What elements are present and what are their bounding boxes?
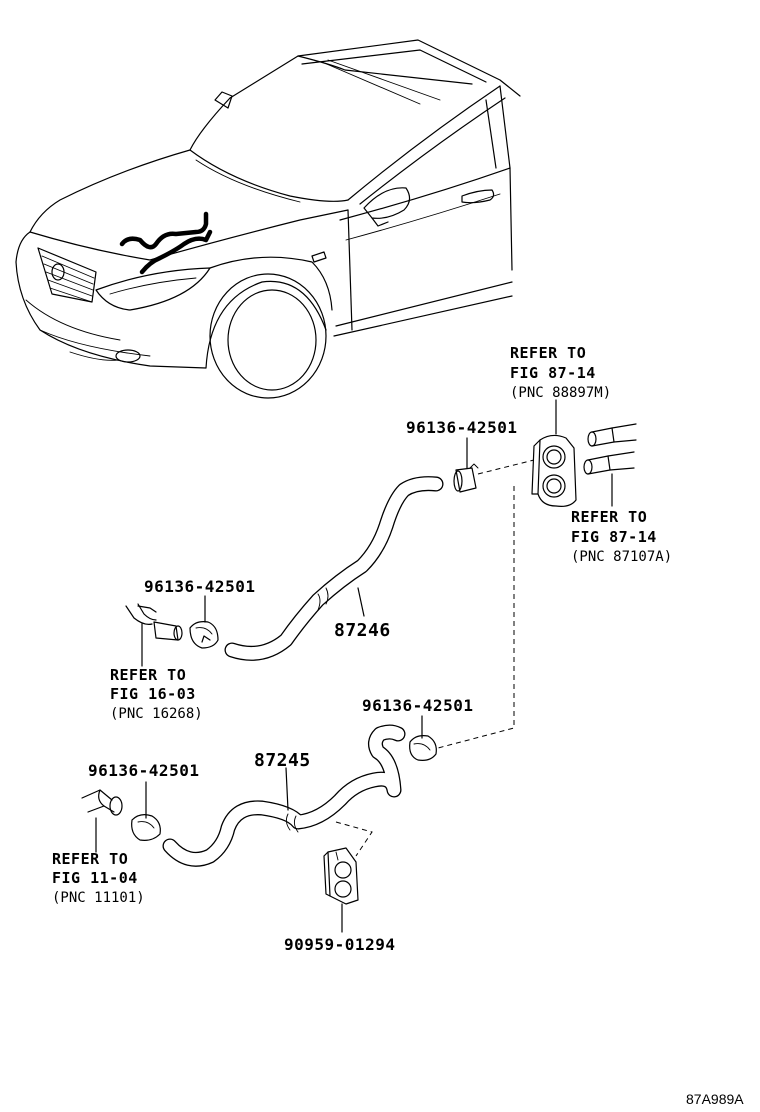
ref-11101-line2: FIG 11-04 xyxy=(52,869,138,887)
clamp-upper-left xyxy=(189,621,219,649)
label-hose-87245: 87245 xyxy=(254,750,311,771)
label-clamp-upper-left: 96136-42501 xyxy=(144,577,255,596)
ref-16268-line2: FIG 16-03 xyxy=(110,685,196,703)
pipes-87107a xyxy=(583,423,637,475)
ref-16268-line1: REFER TO xyxy=(110,666,186,684)
dashed-guides xyxy=(335,459,535,857)
label-clamp-lower-right: 96136-42501 xyxy=(362,696,473,715)
ref-88897m-line3: (PNC 88897M) xyxy=(510,385,611,401)
label-hose-87246: 87246 xyxy=(334,620,391,641)
bracket-90959-01294 xyxy=(323,847,359,905)
ref-88897m-line2: FIG 87-14 xyxy=(510,364,596,382)
ref-87107a-line3: (PNC 87107A) xyxy=(571,549,672,565)
clamp-lower-left xyxy=(131,814,161,841)
clamp-upper-right xyxy=(453,463,479,493)
ref-88897m-line1: REFER TO xyxy=(510,344,586,362)
labels: REFER TO FIG 87-14 (PNC 88897M) 96136-42… xyxy=(52,344,744,1107)
hose-87246 xyxy=(224,476,444,661)
car-illustration xyxy=(15,39,521,399)
leader-lines xyxy=(95,399,613,933)
clamp-lower-right xyxy=(409,735,437,761)
label-clamp-upper-right: 96136-42501 xyxy=(406,418,517,437)
connector-88897m xyxy=(531,434,577,507)
pipe-11101 xyxy=(81,789,123,816)
diagram-code: 87A989A xyxy=(686,1091,744,1107)
ref-11101-line3: (PNC 11101) xyxy=(52,890,145,906)
label-clamp-lower-left: 96136-42501 xyxy=(88,761,199,780)
label-bracket: 90959-01294 xyxy=(284,935,395,954)
hose-87245 xyxy=(162,724,406,867)
ref-87107a-line2: FIG 87-14 xyxy=(571,528,657,546)
ref-11101-line1: REFER TO xyxy=(52,850,128,868)
ref-87107a-line1: REFER TO xyxy=(571,508,647,526)
ref-16268-line3: (PNC 16268) xyxy=(110,706,203,722)
pipe-16268 xyxy=(125,603,183,641)
